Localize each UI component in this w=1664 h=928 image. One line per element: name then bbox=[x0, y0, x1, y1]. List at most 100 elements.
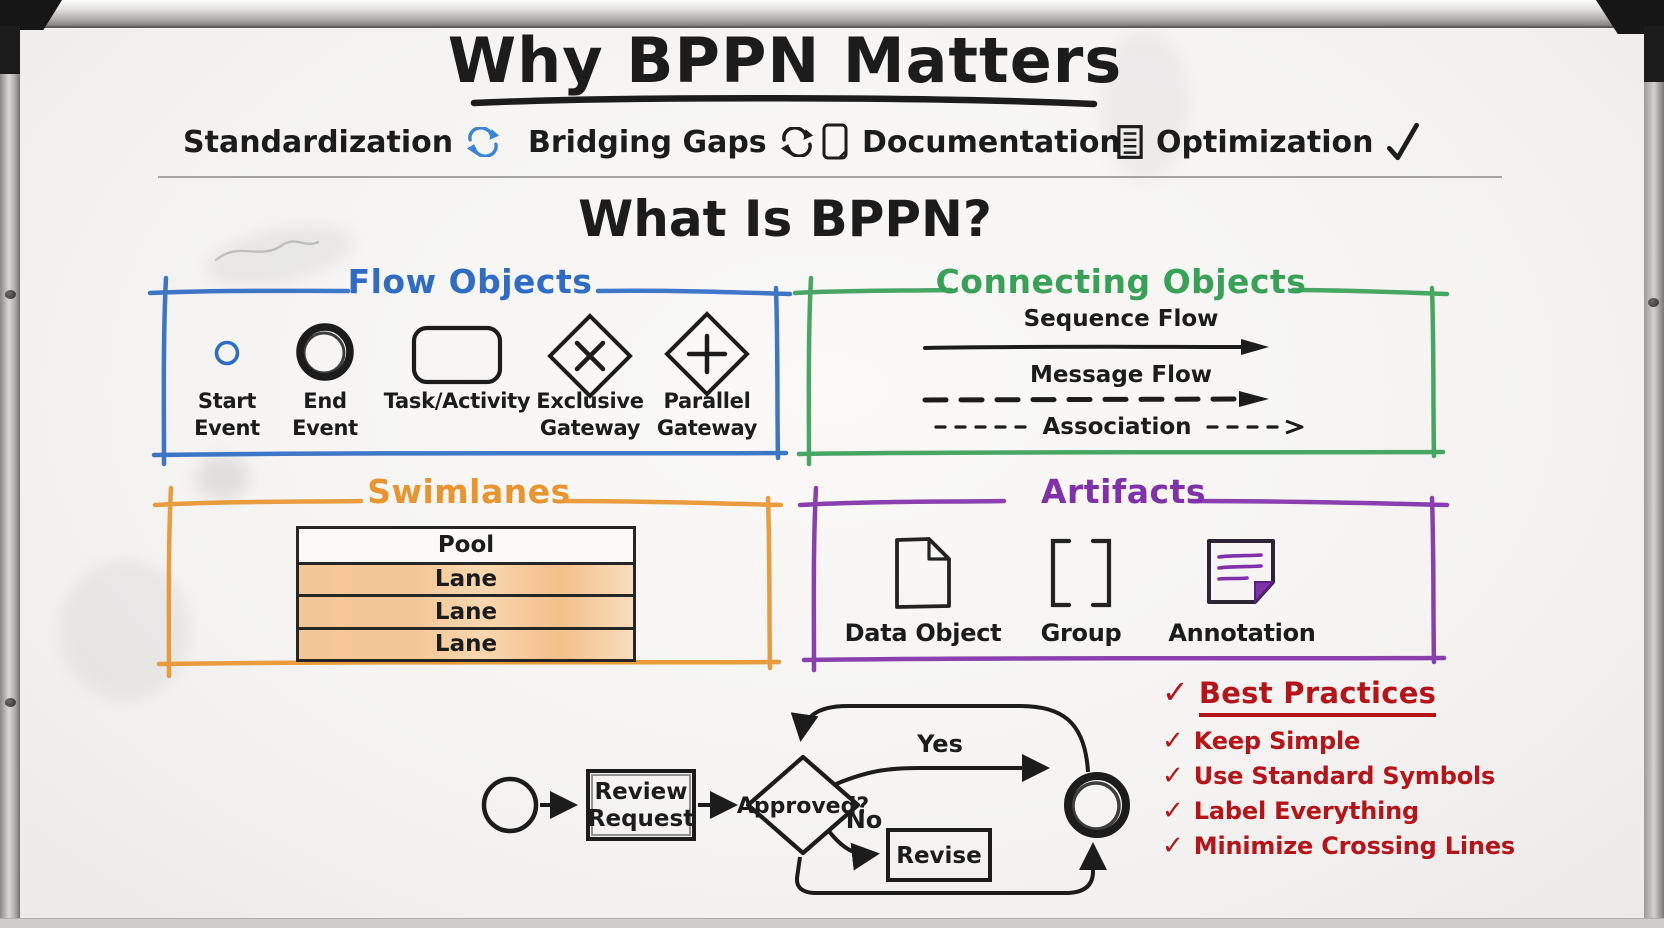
flow-start-event bbox=[481, 776, 539, 834]
check-icon: ✓ bbox=[1162, 796, 1184, 826]
annotation-note-icon bbox=[1207, 539, 1276, 605]
data-object-label: Data Object bbox=[844, 619, 1002, 647]
lane-row: Lane bbox=[299, 626, 633, 659]
artifacts-title: Artifacts bbox=[1040, 472, 1206, 511]
no-arrow bbox=[826, 828, 880, 871]
section-heading: What Is BPPN? bbox=[578, 190, 992, 248]
lane-row: Lane bbox=[299, 561, 633, 594]
page-title: Why BPPN Matters bbox=[447, 24, 1123, 97]
swimlanes-section: Swimlanes Pool Lane Lane Lane bbox=[152, 472, 784, 679]
frame-screw bbox=[5, 698, 16, 707]
frame-left-top-shade bbox=[0, 26, 20, 74]
task-activity-label: Task/Activity bbox=[383, 389, 531, 413]
association-dotted-line-right bbox=[1205, 420, 1304, 434]
approved-decision-label: Approved? bbox=[737, 794, 869, 819]
flow-end-event-sketch bbox=[1071, 781, 1121, 831]
frame-screw bbox=[5, 290, 16, 299]
revise-task bbox=[886, 828, 992, 882]
best-practice-item: ✓ Keep Simple bbox=[1162, 726, 1361, 756]
yes-label: Yes bbox=[916, 730, 963, 758]
best-practices-section: ✓ Best Practices ✓ Keep Simple ✓ Use Sta… bbox=[1162, 676, 1515, 867]
annotation-label: Annotation bbox=[1168, 619, 1316, 647]
feature-bridging-gaps: Bridging Gaps bbox=[528, 118, 815, 166]
checkmark-icon bbox=[1387, 122, 1420, 161]
feature-optimization: Optimization bbox=[1116, 118, 1421, 166]
exclusive-gateway-icon bbox=[547, 313, 633, 399]
pool-row: Pool bbox=[437, 532, 495, 559]
parallel-gateway-label: Parallel Gateway bbox=[656, 389, 758, 440]
review-request-label-line1: Review bbox=[594, 779, 687, 805]
best-practice-item: ✓ Use Standard Symbols bbox=[1162, 761, 1496, 791]
header-divider bbox=[158, 176, 1502, 178]
data-object-icon bbox=[895, 537, 951, 609]
whiteboard-frame-right bbox=[1644, 0, 1664, 928]
best-practices-title-row: ✓ Best Practices bbox=[1162, 676, 1515, 717]
message-flow-arrow bbox=[922, 391, 1269, 407]
sequence-flow-arrow bbox=[923, 339, 1269, 355]
sequence-flow-label: Sequence Flow bbox=[1023, 306, 1219, 332]
review-request-task bbox=[586, 769, 696, 841]
feature-documentation: Documentation bbox=[820, 118, 1121, 166]
whiteboard-frame-top bbox=[0, 0, 1664, 28]
feature-label: Standardization bbox=[183, 124, 454, 160]
approved-decision-diamond bbox=[745, 754, 861, 856]
whiteboard-frame-bottom bbox=[0, 918, 1664, 928]
document-icon bbox=[822, 123, 848, 160]
group-brackets-icon bbox=[1050, 538, 1112, 608]
title-underline bbox=[470, 94, 1098, 108]
start-event-label: Start Event bbox=[194, 389, 260, 440]
pencil-scribble bbox=[214, 240, 320, 262]
check-icon: ✓ bbox=[1162, 673, 1189, 711]
feature-label: Optimization bbox=[1156, 124, 1374, 160]
review-request-label-line2: Request bbox=[588, 806, 694, 832]
check-icon: ✓ bbox=[1162, 726, 1184, 756]
cycle-arrows-blue-icon bbox=[467, 127, 500, 157]
artifacts-border bbox=[797, 485, 1450, 673]
pool-table: Pool Lane Lane Lane bbox=[296, 526, 636, 662]
end-event-label: End Event bbox=[292, 389, 358, 440]
flow-objects-title: Flow Objects bbox=[347, 262, 593, 301]
connecting-objects-section: Connecting Objects Sequence Flow Message… bbox=[792, 262, 1450, 467]
check-icon: ✓ bbox=[1162, 831, 1184, 861]
example-process-flow: Review Request Approved? Yes No Revise bbox=[481, 704, 1130, 895]
feature-label: Bridging Gaps bbox=[528, 124, 767, 160]
flow-objects-border bbox=[147, 275, 793, 467]
cycle-arrows-black-icon bbox=[780, 127, 813, 157]
feature-standardization: Standardization bbox=[183, 118, 501, 166]
review-request-task-sketch bbox=[591, 774, 691, 836]
whiteboard-smudge bbox=[1100, 30, 1190, 180]
parallel-gateway-icon bbox=[664, 311, 750, 397]
swimlanes-title: Swimlanes bbox=[367, 472, 571, 511]
artifacts-section: Artifacts Data Object Group Annotation bbox=[797, 472, 1450, 673]
best-practice-item: ✓ Minimize Crossing Lines bbox=[1162, 831, 1515, 861]
flow-end-event bbox=[1064, 772, 1130, 838]
group-label: Group bbox=[1040, 619, 1122, 647]
end-event-circle-icon bbox=[296, 323, 354, 381]
whiteboard-smudge bbox=[195, 455, 250, 500]
check-icon: ✓ bbox=[1162, 761, 1184, 791]
connecting-objects-border bbox=[792, 275, 1450, 467]
no-label: No bbox=[846, 806, 883, 834]
revise-label: Revise bbox=[896, 843, 981, 869]
loop-back-arrow bbox=[790, 704, 1090, 773]
best-practice-item: ✓ Label Everything bbox=[1162, 796, 1419, 826]
association-label: Association bbox=[1042, 414, 1192, 440]
lined-document-icon bbox=[1117, 125, 1143, 159]
feature-label: Documentation bbox=[862, 124, 1121, 160]
whiteboard-frame-left bbox=[0, 0, 20, 928]
flow-objects-section: Flow Objects Start Event End Event Ta bbox=[147, 262, 793, 467]
exclusive-gateway-label: Exclusive Gateway bbox=[536, 389, 644, 440]
frame-right-top-shade bbox=[1644, 26, 1664, 82]
revise-return-arrow bbox=[794, 842, 1107, 895]
task-rounded-rect-icon bbox=[411, 325, 503, 385]
start-event-circle-icon bbox=[214, 340, 240, 366]
connecting-objects-title: Connecting Objects bbox=[935, 262, 1307, 301]
association-dotted-line-left bbox=[934, 425, 1029, 429]
frame-screw bbox=[1648, 298, 1659, 307]
message-flow-label: Message Flow bbox=[1029, 362, 1213, 388]
lane-row: Lane bbox=[299, 594, 633, 627]
swimlanes-border bbox=[152, 485, 784, 679]
yes-arrow bbox=[835, 754, 1050, 786]
association-row: Association bbox=[803, 412, 1439, 442]
